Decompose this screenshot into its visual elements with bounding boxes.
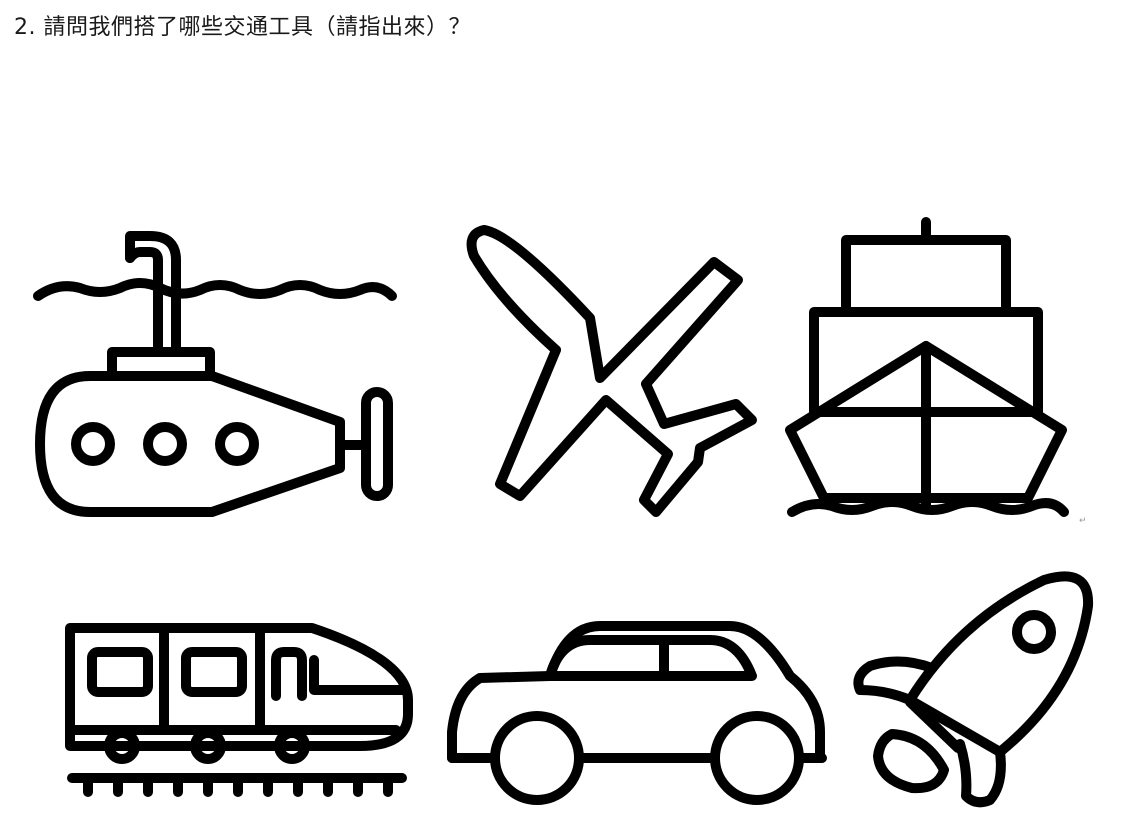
ship-icon xyxy=(785,217,1069,517)
rocket-icon xyxy=(853,571,1094,808)
submarine-icon xyxy=(33,231,397,517)
airplane-icon xyxy=(466,225,757,517)
question-text: 2. 請問我們搭了哪些交通工具（請指出來）？ xyxy=(14,15,471,40)
paragraph-mark: ↵ xyxy=(1079,516,1087,526)
car-icon xyxy=(447,621,827,805)
train-icon xyxy=(65,623,413,797)
